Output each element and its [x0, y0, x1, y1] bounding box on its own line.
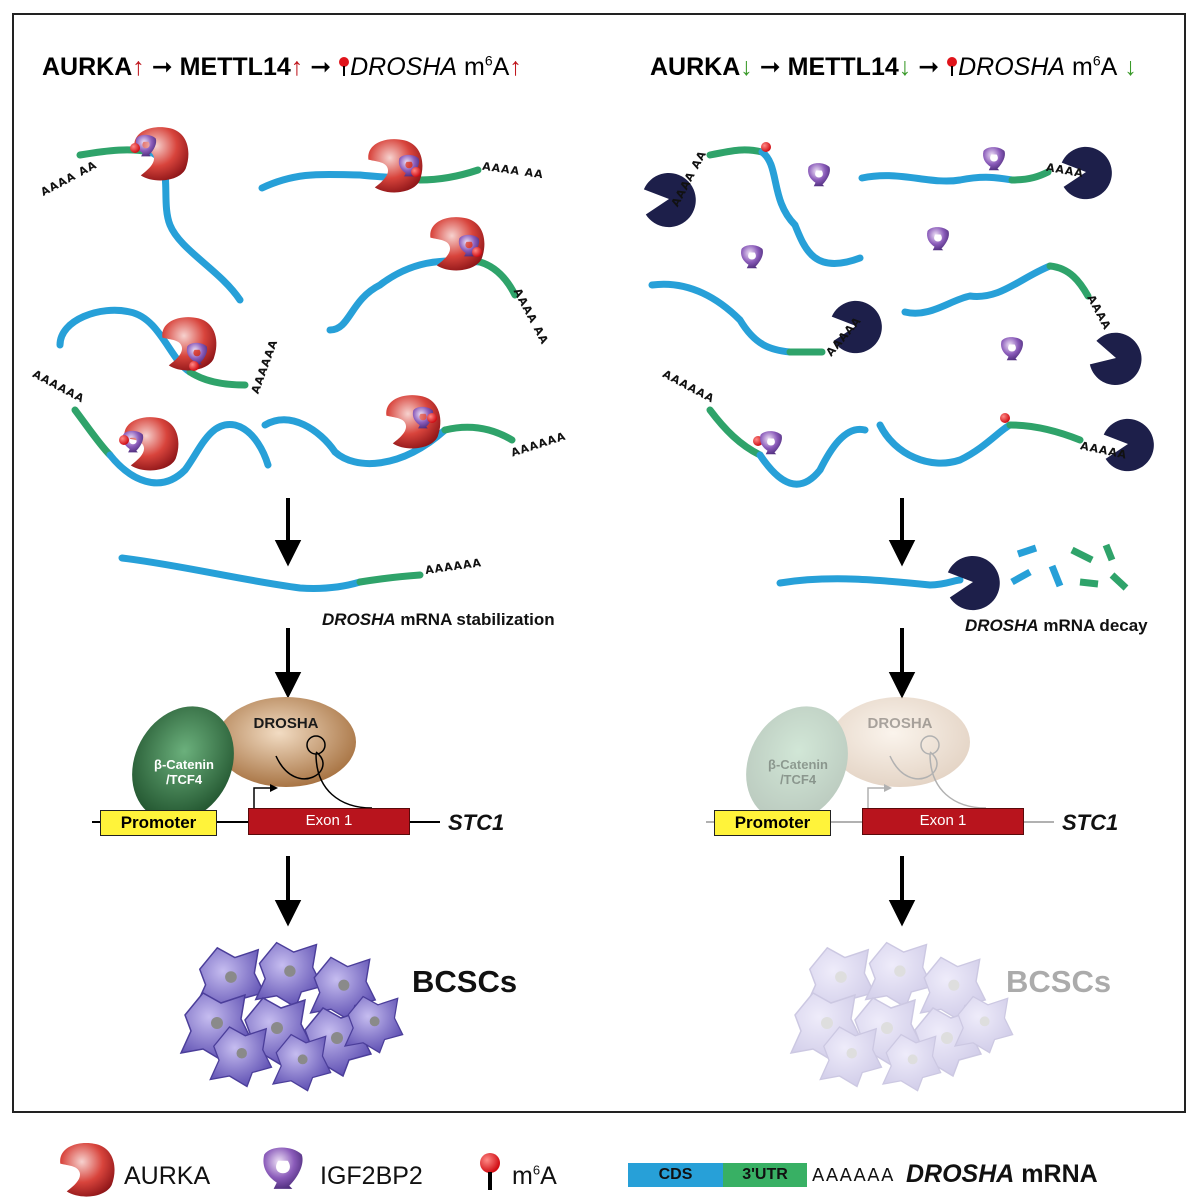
catenin-label: β-Catenin/TCF4	[154, 757, 214, 787]
igf2bp2-icon	[263, 1147, 303, 1189]
bcsc-label: BCSCs	[412, 964, 518, 999]
legend-aurka: AURKA	[124, 1162, 211, 1190]
exon-box: Exon 1	[248, 808, 410, 835]
legend-polya: AAAAAA	[812, 1165, 895, 1186]
decaying-mrna	[776, 543, 1129, 611]
catenin-label: β-Catenin/TCF4	[768, 757, 828, 787]
aurka-icon	[60, 1143, 115, 1197]
stabilization-caption: DROSHA mRNA stabilization	[322, 610, 555, 629]
legend-icons	[60, 1143, 500, 1197]
stabilized-mrna	[118, 554, 424, 592]
gene-label: STC1	[448, 810, 505, 835]
left-bcsc-cluster	[180, 941, 404, 1092]
right-mrna-group	[648, 146, 1092, 488]
m6a-pin-icon	[339, 55, 350, 77]
promoter-box: Promoter	[100, 810, 217, 836]
legend-igf2bp2: IGF2BP2	[320, 1162, 423, 1190]
left-transcription-complex	[92, 697, 440, 823]
left-complexes	[119, 127, 485, 471]
legend-m6a: m6A	[512, 1162, 557, 1190]
decay-caption: DROSHA mRNA decay	[965, 616, 1148, 635]
bcsc-label-faded: BCSCs	[1006, 964, 1112, 999]
legend-utr-box: 3'UTR	[723, 1163, 807, 1187]
m6a-pin-icon	[947, 55, 958, 77]
right-transcription-complex	[706, 697, 1054, 823]
figure-frame	[12, 13, 1186, 1113]
right-bcsc-cluster	[790, 941, 1014, 1092]
left-pathway-header: AURKA↑ ➞ METTL14↑ ➞ DROSHA m6A↑	[42, 52, 522, 81]
flow-arrows	[274, 498, 916, 927]
legend-mrna: DROSHA mRNA	[906, 1160, 1098, 1188]
legend-cds-box: CDS	[628, 1163, 723, 1187]
m6a-icon	[480, 1153, 500, 1173]
exon-box: Exon 1	[862, 808, 1024, 835]
promoter-box: Promoter	[714, 810, 831, 836]
right-pathway-header: AURKA↓ ➞ METTL14↓ ➞ DROSHA m6A ↓	[650, 52, 1137, 81]
drosha-protein-label: DROSHA	[867, 715, 933, 732]
gene-label: STC1	[1062, 810, 1119, 835]
drosha-protein-label: DROSHA	[253, 715, 319, 732]
right-decay-elements	[643, 142, 1154, 472]
